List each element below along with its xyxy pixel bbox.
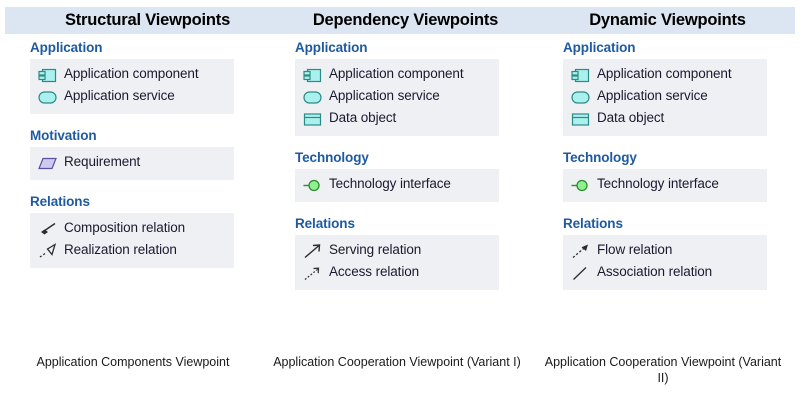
data-object-icon <box>571 109 597 129</box>
legend-item-label: Access relation <box>329 264 420 279</box>
application-service-icon <box>571 87 597 107</box>
legend-item[interactable]: Application service <box>30 86 234 108</box>
flow-relation-icon <box>571 241 597 261</box>
group-title-application: Application <box>295 40 368 55</box>
group-title-relations: Relations <box>295 216 355 231</box>
legend-item-label: Application service <box>329 88 440 103</box>
group-title-relations: Relations <box>563 216 623 231</box>
serving-relation-icon <box>303 241 329 261</box>
composition-relation-icon <box>38 219 64 239</box>
header-title-structural: Structural Viewpoints <box>64 11 231 29</box>
group-title-technology: Technology <box>295 150 369 165</box>
legend-item[interactable]: Requirement <box>30 152 234 174</box>
legend-item[interactable]: Composition relation <box>30 218 234 240</box>
header-title-dependency: Dependency Viewpoints <box>312 11 499 29</box>
group-box-technology: Technology interface <box>563 169 767 202</box>
legend-item-label: Application service <box>597 88 708 103</box>
legend-item[interactable]: Realization relation <box>30 240 234 262</box>
group-box-motivation: Requirement <box>30 147 234 180</box>
group-title-application: Application <box>30 40 103 55</box>
technology-interface-icon <box>303 175 329 195</box>
access-relation-icon <box>303 263 329 283</box>
legend-item[interactable]: Association relation <box>563 262 767 284</box>
legend-item-label: Realization relation <box>64 242 177 257</box>
caption-dynamic: Application Cooperation Viewpoint (Varia… <box>544 355 782 385</box>
application-component-icon <box>571 65 597 85</box>
caption-dependency: Application Cooperation Viewpoint (Varia… <box>273 355 521 369</box>
legend-item[interactable]: Data object <box>295 108 499 130</box>
application-component-icon <box>38 65 64 85</box>
legend-item-label: Application service <box>64 88 175 103</box>
group-title-relations: Relations <box>30 194 90 209</box>
legend-item-label: Technology interface <box>597 176 719 191</box>
legend-item[interactable]: Application component <box>30 64 234 86</box>
requirement-icon <box>38 153 64 173</box>
legend-item-label: Serving relation <box>329 242 422 257</box>
legend-item[interactable]: Serving relation <box>295 240 499 262</box>
legend-item-label: Requirement <box>64 154 141 169</box>
caption-structural: Application Components Viewpoint <box>36 355 230 369</box>
application-service-icon <box>303 87 329 107</box>
realization-relation-icon <box>38 241 64 261</box>
viewpoint-header-band: Structural Viewpoints Dependency Viewpoi… <box>5 7 795 34</box>
application-component-icon <box>303 65 329 85</box>
association-relation-icon <box>571 263 597 283</box>
legend-item-label: Data object <box>329 110 397 125</box>
application-service-icon <box>38 87 64 107</box>
legend-item-label: Association relation <box>597 264 713 279</box>
legend-item[interactable]: Application component <box>295 64 499 86</box>
group-title-application: Application <box>563 40 636 55</box>
legend-item-label: Composition relation <box>64 220 186 235</box>
legend-item[interactable]: Access relation <box>295 262 499 284</box>
legend-item-label: Technology interface <box>329 176 451 191</box>
legend-item[interactable]: Application component <box>563 64 767 86</box>
legend-item-label: Data object <box>597 110 665 125</box>
header-title-dynamic: Dynamic Viewpoints <box>589 11 746 29</box>
legend-item[interactable]: Application service <box>295 86 499 108</box>
legend-item-label: Flow relation <box>597 242 673 257</box>
legend-item-label: Application component <box>329 66 464 81</box>
technology-interface-icon <box>571 175 597 195</box>
legend-item[interactable]: Data object <box>563 108 767 130</box>
group-title-technology: Technology <box>563 150 637 165</box>
group-title-motivation: Motivation <box>30 128 97 143</box>
legend-item-label: Application component <box>597 66 732 81</box>
data-object-icon <box>303 109 329 129</box>
legend-item[interactable]: Flow relation <box>563 240 767 262</box>
legend-item[interactable]: Technology interface <box>295 174 499 196</box>
legend-item-label: Application component <box>64 66 199 81</box>
legend-item[interactable]: Technology interface <box>563 174 767 196</box>
legend-item[interactable]: Application service <box>563 86 767 108</box>
group-box-technology: Technology interface <box>295 169 499 202</box>
